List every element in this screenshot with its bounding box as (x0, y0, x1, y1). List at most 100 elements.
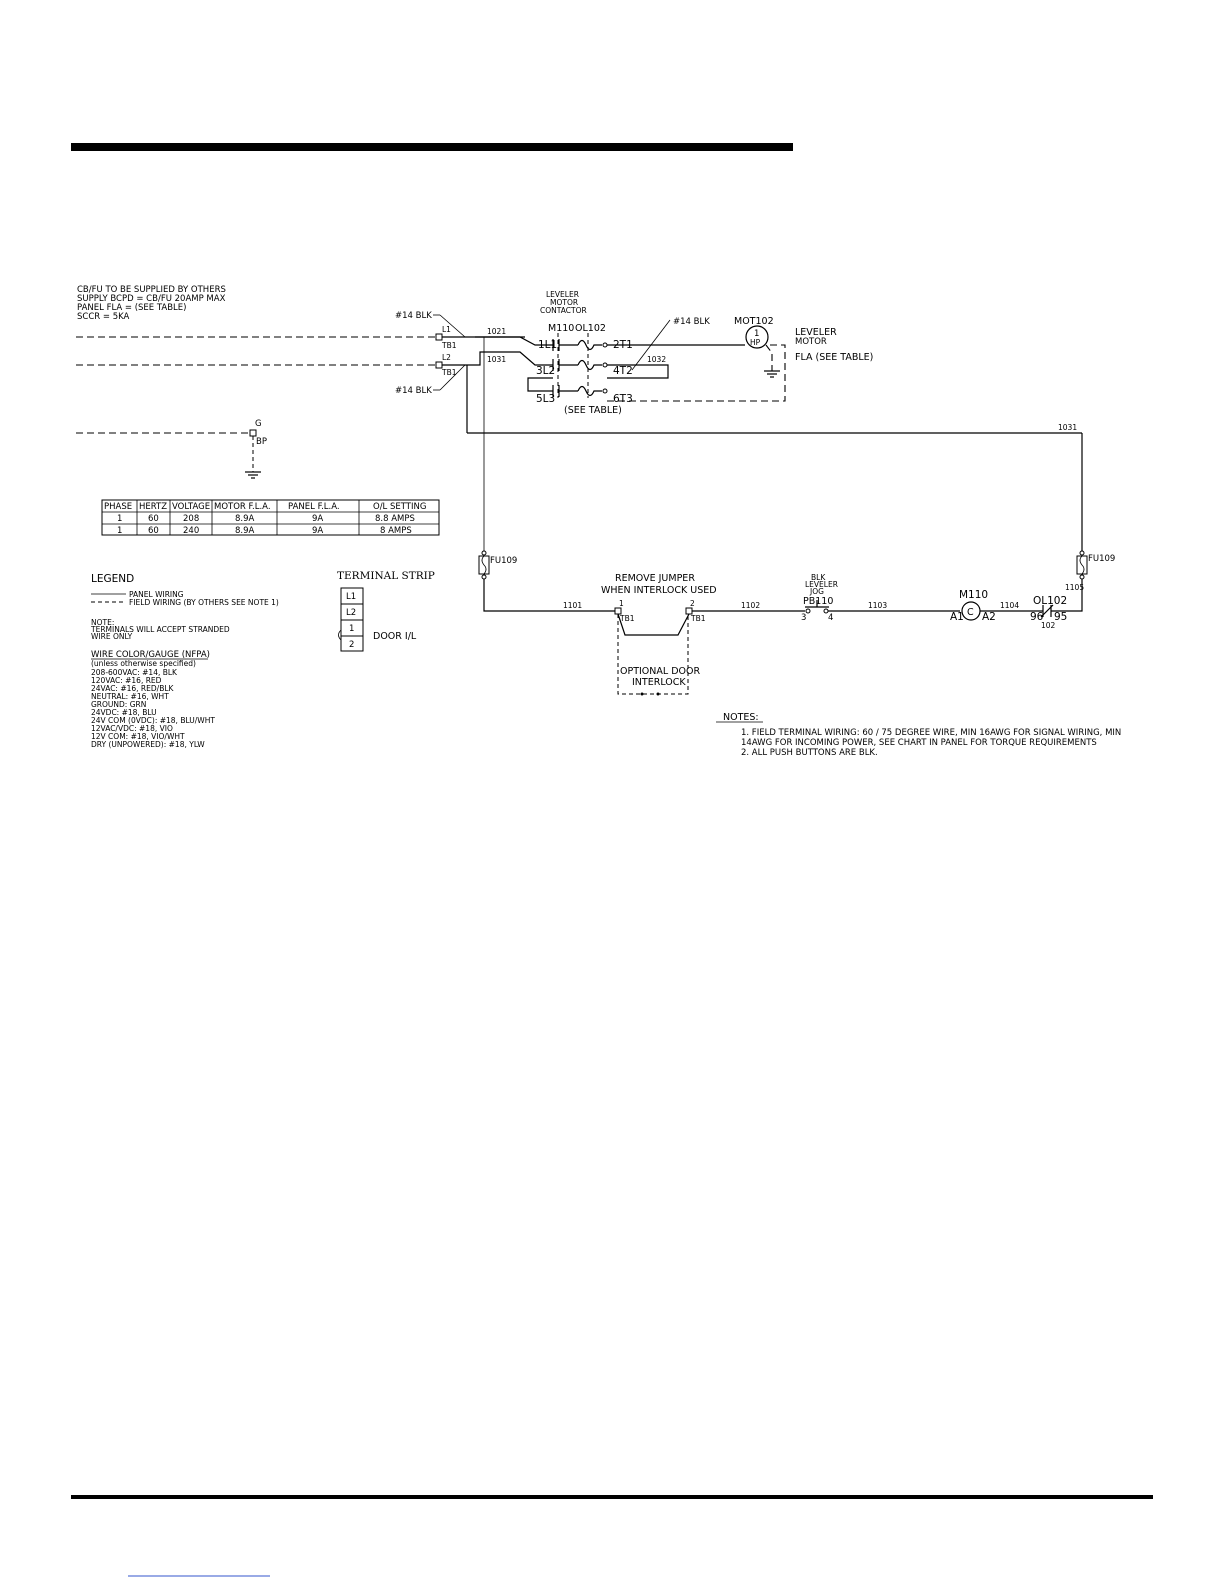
svg-text:PHASE: PHASE (104, 502, 132, 512)
svg-text:OL102: OL102 (1033, 595, 1067, 607)
svg-text:1: 1 (117, 514, 122, 524)
svg-text:FU109: FU109 (1088, 554, 1115, 564)
svg-text:L2: L2 (346, 608, 356, 618)
svg-text:LEVELER: LEVELER (546, 290, 579, 299)
svg-text:TB1: TB1 (441, 341, 457, 350)
svg-text:60: 60 (148, 514, 159, 524)
svg-text:A2: A2 (982, 611, 996, 623)
svg-text:OPTIONAL DOOR: OPTIONAL DOOR (620, 666, 700, 677)
svg-text:2. ALL PUSH BUTTONS ARE BLK.: 2. ALL PUSH BUTTONS ARE BLK. (741, 748, 878, 758)
svg-text:14AWG FOR INCOMING POWER, SEE: 14AWG FOR INCOMING POWER, SEE CHART IN P… (741, 738, 1097, 748)
svg-text:240: 240 (183, 526, 199, 536)
svg-text:M110: M110 (548, 323, 574, 334)
wire-callout-bottom: #14 BLK (395, 386, 432, 396)
svg-text:12VAC/VDC: #18, VIO: 12VAC/VDC: #18, VIO (91, 724, 173, 733)
svg-text:MOT102: MOT102 (734, 316, 774, 327)
svg-text:1: 1 (619, 599, 624, 608)
svg-text:L2: L2 (442, 353, 451, 362)
svg-text:208-600VAC: #14, BLK: 208-600VAC: #14, BLK (91, 668, 178, 677)
svg-text:12V COM: #18, VIO/WHT: 12V COM: #18, VIO/WHT (91, 732, 185, 741)
svg-text:(unless otherwise specified): (unless otherwise specified) (91, 659, 196, 668)
svg-text:24VAC: #16, RED/BLK: 24VAC: #16, RED/BLK (91, 684, 175, 693)
svg-text:WIRE COLOR/GAUGE (NFPA): WIRE COLOR/GAUGE (NFPA) (91, 650, 210, 660)
svg-text:BP: BP (256, 437, 267, 447)
svg-text:1L1: 1L1 (538, 339, 557, 351)
svg-text:LEVELER: LEVELER (795, 327, 837, 338)
svg-text:1101: 1101 (563, 601, 582, 610)
svg-text:CONTACTOR: CONTACTOR (540, 306, 587, 315)
svg-text:MOTOR: MOTOR (795, 337, 827, 347)
svg-text:96: 96 (1030, 611, 1044, 623)
svg-text:9A: 9A (312, 526, 323, 536)
svg-text:8.9A: 8.9A (235, 514, 255, 524)
leveler-motor-contactor: LEVELER MOTOR CONTACTOR M110 OL102 1L1 3… (527, 290, 669, 416)
svg-text:FIELD WIRING (BY OTHERS SEE NO: FIELD WIRING (BY OTHERS SEE NOTE 1) (129, 598, 279, 607)
svg-text:LEGEND: LEGEND (91, 573, 134, 585)
svg-text:L1: L1 (442, 325, 451, 334)
top-rule (71, 143, 793, 151)
svg-text:GROUND: GRN: GROUND: GRN (91, 700, 146, 709)
svg-text:24V COM (0VDC): #18, BLU/WHT: 24V COM (0VDC): #18, BLU/WHT (91, 716, 215, 725)
supply-notes: CB/FU TO BE SUPPLIED BY OTHERS SUPPLY BC… (77, 285, 226, 322)
svg-text:1: 1 (117, 526, 122, 536)
control-circuit: FU109 1101 1 TB1 2 TB1 REMOVE JUMPER WHE… (478, 550, 1115, 696)
svg-text:4: 4 (828, 613, 833, 623)
svg-text:9A: 9A (312, 514, 323, 524)
wire-callout-motor: #14 BLK (673, 317, 710, 327)
svg-text:L1: L1 (346, 592, 356, 602)
svg-text:1021: 1021 (487, 327, 506, 336)
svg-text:208: 208 (183, 514, 199, 524)
svg-text:1: 1 (349, 624, 354, 634)
svg-text:8 AMPS: 8 AMPS (380, 526, 412, 536)
svg-text:1031: 1031 (487, 355, 506, 364)
svg-text:1031: 1031 (1058, 423, 1077, 432)
svg-text:102: 102 (1041, 621, 1056, 630)
bottom-rule (71, 1495, 1153, 1499)
svg-text:1. FIELD TERMINAL WIRING: 60: 1. FIELD TERMINAL WIRING: 60 / 75 DEGREE… (741, 728, 1121, 738)
svg-text:O/L SETTING: O/L SETTING (373, 502, 426, 512)
svg-text:INTERLOCK: INTERLOCK (632, 677, 686, 688)
svg-text:NEUTRAL: #16, WHT: NEUTRAL: #16, WHT (91, 692, 169, 701)
svg-text:TB1: TB1 (690, 614, 706, 623)
svg-text:HP: HP (750, 338, 761, 347)
svg-text:3L2: 3L2 (536, 365, 555, 377)
svg-text:TERMINALS WILL ACCEPT STRANDED: TERMINALS WILL ACCEPT STRANDED (90, 625, 230, 634)
svg-text:M110: M110 (959, 589, 988, 601)
svg-text:BLK: BLK (811, 573, 826, 582)
svg-text:LEVELER: LEVELER (805, 580, 838, 589)
svg-text:PANEL FLA = (SEE TABLE): PANEL FLA = (SEE TABLE) (77, 303, 186, 313)
svg-text:SCCR = 5KA: SCCR = 5KA (77, 312, 130, 322)
svg-text:PANEL F.L.A.: PANEL F.L.A. (288, 502, 340, 512)
svg-text:2: 2 (690, 599, 695, 608)
svg-text:DOOR I/L: DOOR I/L (373, 631, 417, 642)
svg-text:1032: 1032 (647, 355, 666, 364)
svg-text:3: 3 (801, 613, 806, 623)
svg-text:PANEL WIRING: PANEL WIRING (129, 590, 184, 599)
svg-text:FU109: FU109 (490, 556, 517, 566)
svg-text:(SEE TABLE): (SEE TABLE) (564, 405, 622, 416)
svg-text:TB1: TB1 (441, 368, 457, 377)
svg-text:8.8 AMPS: 8.8 AMPS (375, 514, 415, 524)
svg-text:4T2: 4T2 (613, 365, 633, 377)
svg-text:SUPPLY BCPD = CB/FU 20AMP MAX: SUPPLY BCPD = CB/FU 20AMP MAX (77, 294, 226, 304)
svg-text:1105: 1105 (1065, 583, 1084, 592)
svg-text:PB110: PB110 (803, 596, 833, 607)
svg-text:1103: 1103 (868, 601, 887, 610)
svg-text:NOTE:: NOTE: (91, 618, 114, 627)
svg-text:VOLTAGE: VOLTAGE (172, 502, 210, 512)
svg-text:60: 60 (148, 526, 159, 536)
svg-text:5L3: 5L3 (536, 393, 555, 405)
svg-text:8.9A: 8.9A (235, 526, 255, 536)
legend: LEGEND PANEL WIRING FIELD WIRING (BY OTH… (90, 573, 279, 749)
svg-text:REMOVE JUMPER: REMOVE JUMPER (615, 573, 695, 584)
svg-text:1104: 1104 (1000, 601, 1019, 610)
svg-text:6T3: 6T3 (613, 393, 633, 405)
svg-text:TERMINAL STRIP: TERMINAL STRIP (337, 570, 435, 582)
svg-text:CB/FU TO BE SUPPLIED BY OTHERS: CB/FU TO BE SUPPLIED BY OTHERS (77, 285, 226, 295)
svg-text:120VAC: #16, RED: 120VAC: #16, RED (91, 676, 162, 685)
svg-text:WIRE ONLY: WIRE ONLY (91, 632, 133, 641)
ground-terminal-bp: G BP (245, 419, 267, 479)
fla-table: PHASE HERTZ VOLTAGE MOTOR F.L.A. PANEL F… (101, 499, 440, 536)
svg-text:MOTOR F.L.A.: MOTOR F.L.A. (214, 502, 271, 512)
